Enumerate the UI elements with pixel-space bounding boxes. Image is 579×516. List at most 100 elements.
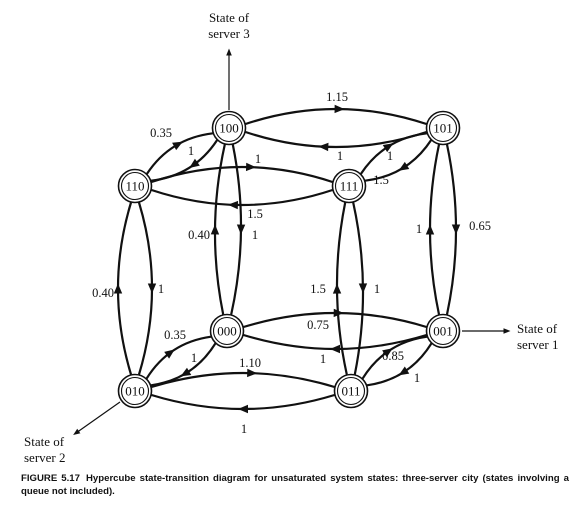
transition-rate-label: 1 xyxy=(414,371,420,385)
edge-000-to-100: 0.40 xyxy=(188,144,226,315)
state-circle-inner xyxy=(336,376,366,406)
direction-arrow-icon xyxy=(398,366,410,376)
figure-caption-text: Hypercube state-transition diagram for u… xyxy=(21,473,569,497)
state-circle-inner xyxy=(428,316,458,346)
transition-rate-label: 0.40 xyxy=(188,228,210,242)
transition-rate-label: 0.40 xyxy=(92,286,114,300)
direction-arrow-icon xyxy=(189,158,200,168)
state-label: 100 xyxy=(219,121,239,136)
axis-arrow-icon xyxy=(73,401,121,436)
state-circle-outer xyxy=(333,373,369,409)
edge-010-to-000: 0.35 xyxy=(145,328,212,380)
edge-111-to-011: 1 xyxy=(352,202,380,375)
transition-rate-label: 1 xyxy=(416,222,422,236)
direction-arrow-icon xyxy=(318,142,329,152)
edge-101-to-100: 1 xyxy=(245,130,427,163)
transition-rate-label: 1 xyxy=(241,422,247,436)
direction-arrow-icon xyxy=(210,224,220,235)
axis-label-line: server 3 xyxy=(208,26,250,41)
state-circle-outer xyxy=(117,373,153,409)
transition-rate-label: 1 xyxy=(191,351,197,365)
state-circle-outer xyxy=(117,168,153,204)
edge-101-to-111: 1.5 xyxy=(364,139,433,187)
transition-curve xyxy=(151,188,333,207)
transition-curve xyxy=(151,371,335,389)
transition-rate-label: 0.85 xyxy=(382,349,404,363)
edge-011-to-010: 1 xyxy=(151,393,335,436)
axis-label-line: server 2 xyxy=(24,450,66,465)
state-label: 000 xyxy=(217,324,237,339)
edge-110-to-010: 1 xyxy=(137,202,164,375)
transition-rate-label: 1.5 xyxy=(373,173,389,187)
state-label: 110 xyxy=(125,179,144,194)
transition-rate-label: 1 xyxy=(158,282,164,296)
state-circle-inner xyxy=(334,171,364,201)
edge-010-to-011: 1.10 xyxy=(151,356,335,389)
edge-001-to-011: 1 xyxy=(366,342,433,387)
direction-arrow-icon xyxy=(164,349,175,359)
transition-rate-label: 1.5 xyxy=(310,282,326,296)
state-circle-inner xyxy=(120,171,150,201)
transition-rate-label: 1 xyxy=(255,152,261,166)
transition-rate-label: 1 xyxy=(252,228,258,242)
direction-arrow-icon xyxy=(451,224,461,235)
transition-rate-label: 0.35 xyxy=(164,328,186,342)
transition-rate-label: 0.75 xyxy=(307,318,329,332)
direction-arrow-icon xyxy=(236,224,246,235)
state-circle-outer xyxy=(425,313,461,349)
state-label: 101 xyxy=(433,121,453,136)
edge-110-to-100: 0.35 xyxy=(145,126,214,175)
transition-rate-label: 1 xyxy=(188,144,194,158)
direction-arrow-icon xyxy=(330,344,340,354)
direction-arrow-icon xyxy=(334,104,345,114)
direction-arrow-icon xyxy=(398,161,410,171)
direction-arrow-icon xyxy=(238,404,248,414)
axis-label-line: State of xyxy=(24,434,65,449)
transition-curve xyxy=(145,335,212,380)
axis-label-line: State of xyxy=(517,321,558,336)
direction-arrow-icon xyxy=(425,224,435,235)
direction-arrow-icon xyxy=(332,283,342,294)
state-circle-outer xyxy=(331,168,367,204)
edge-100-to-000: 1 xyxy=(230,144,258,315)
transition-rate-label: 1 xyxy=(374,282,380,296)
direction-arrow-icon xyxy=(180,367,192,377)
transition-curve xyxy=(151,393,335,411)
transition-rate-label: 0.35 xyxy=(150,126,172,140)
direction-arrow-icon xyxy=(382,348,393,358)
state-circle-inner xyxy=(212,316,242,346)
state-label: 011 xyxy=(341,384,360,399)
transition-rate-label: 1.10 xyxy=(239,356,261,370)
transition-curve xyxy=(359,132,428,175)
edge-111-to-101: 1 xyxy=(359,132,428,175)
state-node-100: 100 xyxy=(211,110,247,146)
transition-rate-label: 1.15 xyxy=(326,90,348,104)
transition-curve xyxy=(150,139,219,182)
edge-110-to-111: 1.5 xyxy=(151,162,333,221)
state-label: 111 xyxy=(340,179,359,194)
state-node-001: 001 xyxy=(425,313,461,349)
state-circle-inner xyxy=(214,113,244,143)
transition-rate-label: 1.5 xyxy=(247,207,263,221)
edge-001-to-101: 0.65 xyxy=(425,144,491,315)
axis-label-line: State of xyxy=(209,10,250,25)
edge-101-to-001: 1 xyxy=(416,144,461,315)
direction-arrow-icon xyxy=(333,308,344,318)
direction-arrow-icon xyxy=(358,283,368,294)
direction-arrow-icon xyxy=(245,162,257,172)
transition-rate-label: 0.65 xyxy=(469,219,491,233)
state-circle-inner xyxy=(428,113,458,143)
edge-011-to-001: 0.85 xyxy=(361,335,428,380)
edge-011-to-111: 1.5 xyxy=(310,202,348,375)
state-circle-inner xyxy=(120,376,150,406)
transition-curve xyxy=(151,165,333,184)
state-circle-outer xyxy=(211,110,247,146)
state-node-011: 011 xyxy=(333,373,369,409)
state-circle-outer xyxy=(425,110,461,146)
transition-rate-label: 1 xyxy=(320,352,326,366)
transition-rate-label: 1 xyxy=(337,149,343,163)
